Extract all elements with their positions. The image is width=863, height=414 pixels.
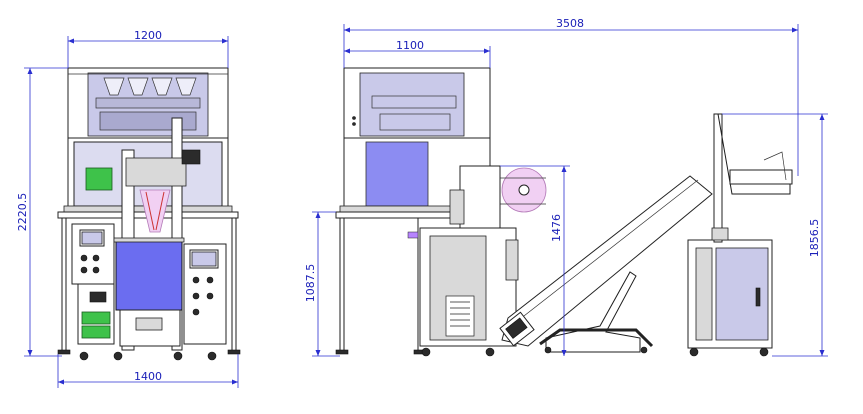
front-dosing-unit bbox=[125, 157, 187, 187]
front-caster bbox=[79, 351, 89, 361]
side-elevator-mast bbox=[713, 113, 723, 243]
front-view bbox=[57, 67, 241, 361]
front-upper-hmi-screen bbox=[85, 167, 113, 191]
side-view bbox=[335, 67, 793, 357]
side-lavender-panel bbox=[365, 141, 429, 207]
dim-film-height: 1476 bbox=[550, 214, 563, 242]
front-left-green-panel bbox=[81, 311, 111, 325]
dim-front-top-width: 1200 bbox=[134, 29, 162, 42]
dim-side-total-width: 3508 bbox=[556, 17, 584, 30]
side-dimensions: 3508 1100 1087.5 1476 1856.5 bbox=[304, 17, 828, 357]
side-discharge-head bbox=[729, 169, 793, 185]
side-vent-grille bbox=[450, 301, 470, 327]
dim-front-base-width: 1400 bbox=[134, 370, 162, 383]
dim-conveyor-height: 1856.5 bbox=[808, 219, 821, 258]
front-weigher-hoppers bbox=[95, 77, 201, 131]
dim-side-table-height: 1087.5 bbox=[304, 264, 317, 303]
side-film-tower bbox=[459, 165, 501, 229]
side-inclined-conveyor bbox=[501, 175, 713, 347]
front-blue-door bbox=[115, 239, 183, 311]
dim-side-top-width: 1100 bbox=[396, 39, 424, 52]
front-dimensions: 1200 2220.5 1400 bbox=[16, 29, 239, 388]
side-top-window bbox=[359, 72, 465, 137]
front-right-hmi-screen bbox=[191, 251, 217, 267]
dim-front-height: 2220.5 bbox=[16, 193, 29, 232]
